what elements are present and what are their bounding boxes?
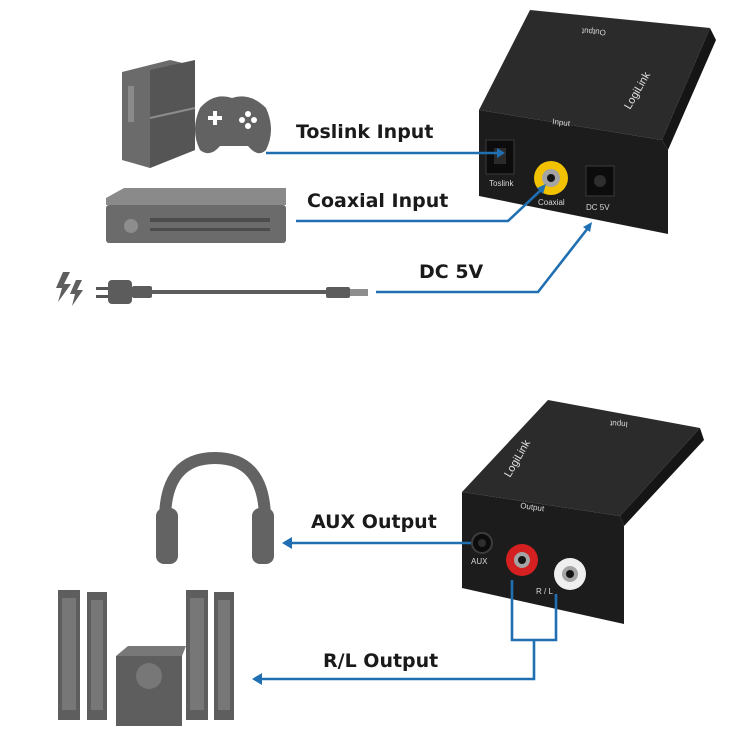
rca-red-port — [506, 544, 538, 576]
rca-white-port — [554, 558, 586, 590]
electricity-icon — [56, 272, 83, 306]
label-aux-output: AUX Output — [311, 511, 437, 533]
port-label-toslink: Toslink — [489, 179, 514, 188]
svg-text:Output: Output — [581, 26, 606, 37]
svg-text:Input: Input — [609, 419, 628, 429]
output-wires — [252, 537, 558, 685]
port-label-coaxial: Coaxial — [538, 198, 565, 207]
box-face-label: Input — [552, 117, 572, 128]
dc-wire — [376, 227, 590, 294]
label-toslink-input: Toslink Input — [296, 121, 433, 143]
label-coaxial-input: Coaxial Input — [307, 190, 448, 212]
box-face-label-output: Output — [520, 501, 546, 513]
rl-wire — [262, 640, 536, 681]
converter-box-output: LogiLink Input Output AUX R / L — [462, 400, 704, 624]
coaxial-port — [534, 161, 568, 195]
label-rl-output: R/L Output — [323, 650, 438, 672]
port-label-rl: R / L — [536, 587, 553, 596]
converter-box-input: LogiLink Output Input Toslink Coaxial DC… — [479, 10, 716, 234]
box-top-label: Output — [581, 26, 606, 37]
coaxial-wire — [296, 189, 542, 223]
gamepad-icon — [195, 96, 271, 154]
power-plug-icon — [96, 280, 368, 304]
port-label-dc: DC 5V — [586, 203, 610, 212]
set-top-box-icon — [106, 188, 286, 243]
label-dc-5v: DC 5V — [419, 261, 484, 283]
input-wires — [266, 148, 592, 294]
port-label-aux: AUX — [471, 557, 488, 566]
game-console-icon — [122, 60, 196, 168]
speaker-system-icon — [58, 590, 234, 726]
headphones-icon — [156, 451, 274, 564]
box-top-label-output: Input — [609, 419, 628, 429]
